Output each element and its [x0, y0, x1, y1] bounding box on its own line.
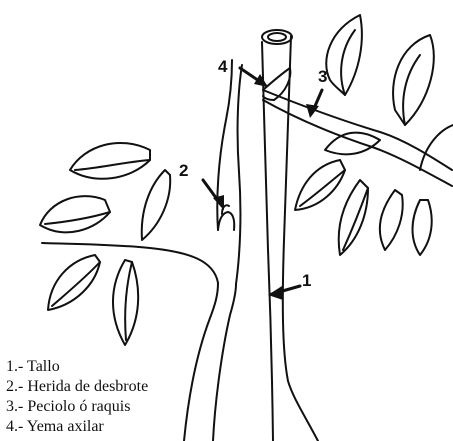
- pruning-wound: [218, 205, 234, 230]
- callout-arrows: [203, 68, 322, 294]
- leaves-upper-right: [325, 15, 453, 170]
- petiole: [263, 90, 452, 186]
- legend-item-peciolo: 3.- Peciolo ó raquis: [6, 397, 148, 417]
- leaves-middle-right: [295, 160, 432, 255]
- legend-item-herida: 2.- Herida de desbrote: [6, 377, 148, 397]
- arrowhead-yema: [254, 74, 268, 87]
- legend: 1.- Tallo 2.- Herida de desbrote 3.- Pec…: [6, 357, 148, 437]
- callout-number-yema: 4: [218, 57, 228, 76]
- callout-number-tallo: 1: [302, 271, 311, 290]
- legend-item-yema: 4.- Yema axilar: [6, 417, 148, 437]
- callout-number-peciolo: 3: [318, 67, 327, 86]
- main-stem: [262, 30, 318, 441]
- callout-number-herida: 2: [179, 161, 188, 180]
- legend-item-tallo: 1.- Tallo: [6, 357, 148, 377]
- lower-branch: [184, 283, 236, 441]
